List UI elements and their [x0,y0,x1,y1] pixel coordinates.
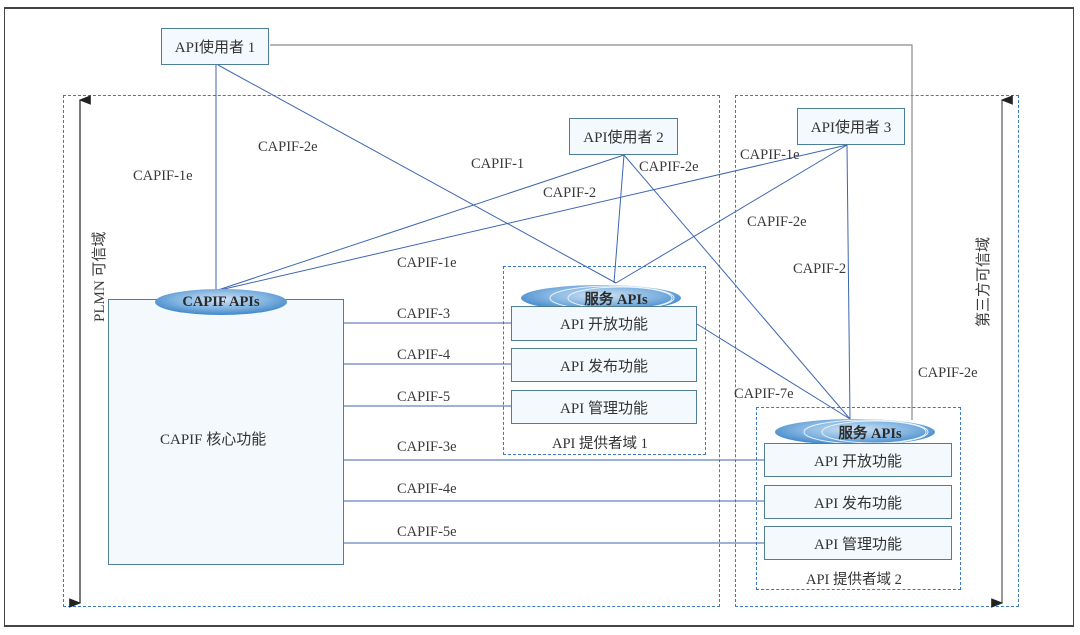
line-u3-p2 [846,144,851,420]
label-capif-1e-core: CAPIF-1e [397,255,457,271]
provider1-exposing-function: API 开放功能 [511,306,697,341]
label-capif-2e-u1-p2: CAPIF-2e [918,365,978,381]
provider1-publishing-function: API 发布功能 [511,348,697,382]
provider2-service-apis-label: 服务 APIs [838,425,902,442]
label-capif-1-u2: CAPIF-1 [471,156,525,172]
api-invoker-1-label: API使用者 1 [174,40,256,56]
line-u2-core [217,154,625,291]
provider2-management-label: API 管理功能 [814,536,902,553]
line-u1-p2 [270,44,913,420]
capif-apis-label: CAPIF APIs [182,293,260,310]
api-invoker-2: API使用者 2 [569,118,678,155]
provider1-publishing-label: API 发布功能 [560,358,648,375]
provider2-publishing-label: API 发布功能 [814,495,902,512]
third-party-domain-label: 第三方可信域 [976,236,992,327]
line-u3-core [219,144,848,291]
label-capif-3e: CAPIF-3e [397,439,457,455]
label-capif-3: CAPIF-3 [397,306,451,322]
capif-core-function-label: CAPIF 核心功能 [160,432,267,448]
provider-domain-2 [756,407,961,590]
api-invoker-3-label: API使用者 3 [810,120,892,136]
third-party-trust-domain [735,95,1019,607]
label-capif-5: CAPIF-5 [397,389,451,405]
label-capif-2e-u3: CAPIF-2e [747,214,807,230]
line-u1-p1 [217,64,617,284]
label-capif-2e-u1: CAPIF-2e [258,139,318,155]
label-capif-1e-u1: CAPIF-1e [133,168,193,184]
provider-domain-2-caption: API 提供者域 2 [806,572,902,588]
label-capif-4e: CAPIF-4e [397,481,457,497]
provider-domain-1 [503,266,706,455]
plmn-domain-label: PLMN 可信域 [92,231,108,322]
provider2-service-apis-ellipse: 服务 APIs [774,418,936,446]
api-invoker-3: API使用者 3 [797,108,905,145]
provider2-exposing-label: API 开放功能 [814,453,902,470]
line-u2-p1 [613,154,625,284]
line-u3-p1 [615,144,848,284]
label-capif-2-u3: CAPIF-2 [793,261,847,277]
plmn-trust-domain [63,95,720,607]
provider2-management-function: API 管理功能 [764,526,952,560]
label-capif-7e: CAPIF-7e [734,386,794,402]
capif-core-function [108,299,344,565]
api-invoker-2-label: API使用者 2 [583,130,664,146]
line-u2-p2 [623,154,851,420]
label-capif-2-u2: CAPIF-2 [543,185,597,201]
label-capif-2e-u2: CAPIF-2e [639,159,699,175]
api-invoker-1: API使用者 1 [161,28,269,65]
provider-domain-1-caption: API 提供者域 1 [552,436,648,452]
provider1-management-label: API 管理功能 [560,400,648,417]
provider1-management-function: API 管理功能 [511,390,697,424]
capif-apis-ellipse: CAPIF APIs [154,288,288,316]
provider2-exposing-function: API 开放功能 [764,443,952,477]
line-p1-p2 [696,323,851,420]
label-capif-5e: CAPIF-5e [397,524,457,540]
provider2-publishing-function: API 发布功能 [764,485,952,519]
label-capif-4: CAPIF-4 [397,347,451,363]
provider1-service-apis-label: 服务 APIs [584,291,648,308]
label-capif-1e-u3: CAPIF-1e [740,147,800,163]
provider1-exposing-label: API 开放功能 [560,317,648,333]
